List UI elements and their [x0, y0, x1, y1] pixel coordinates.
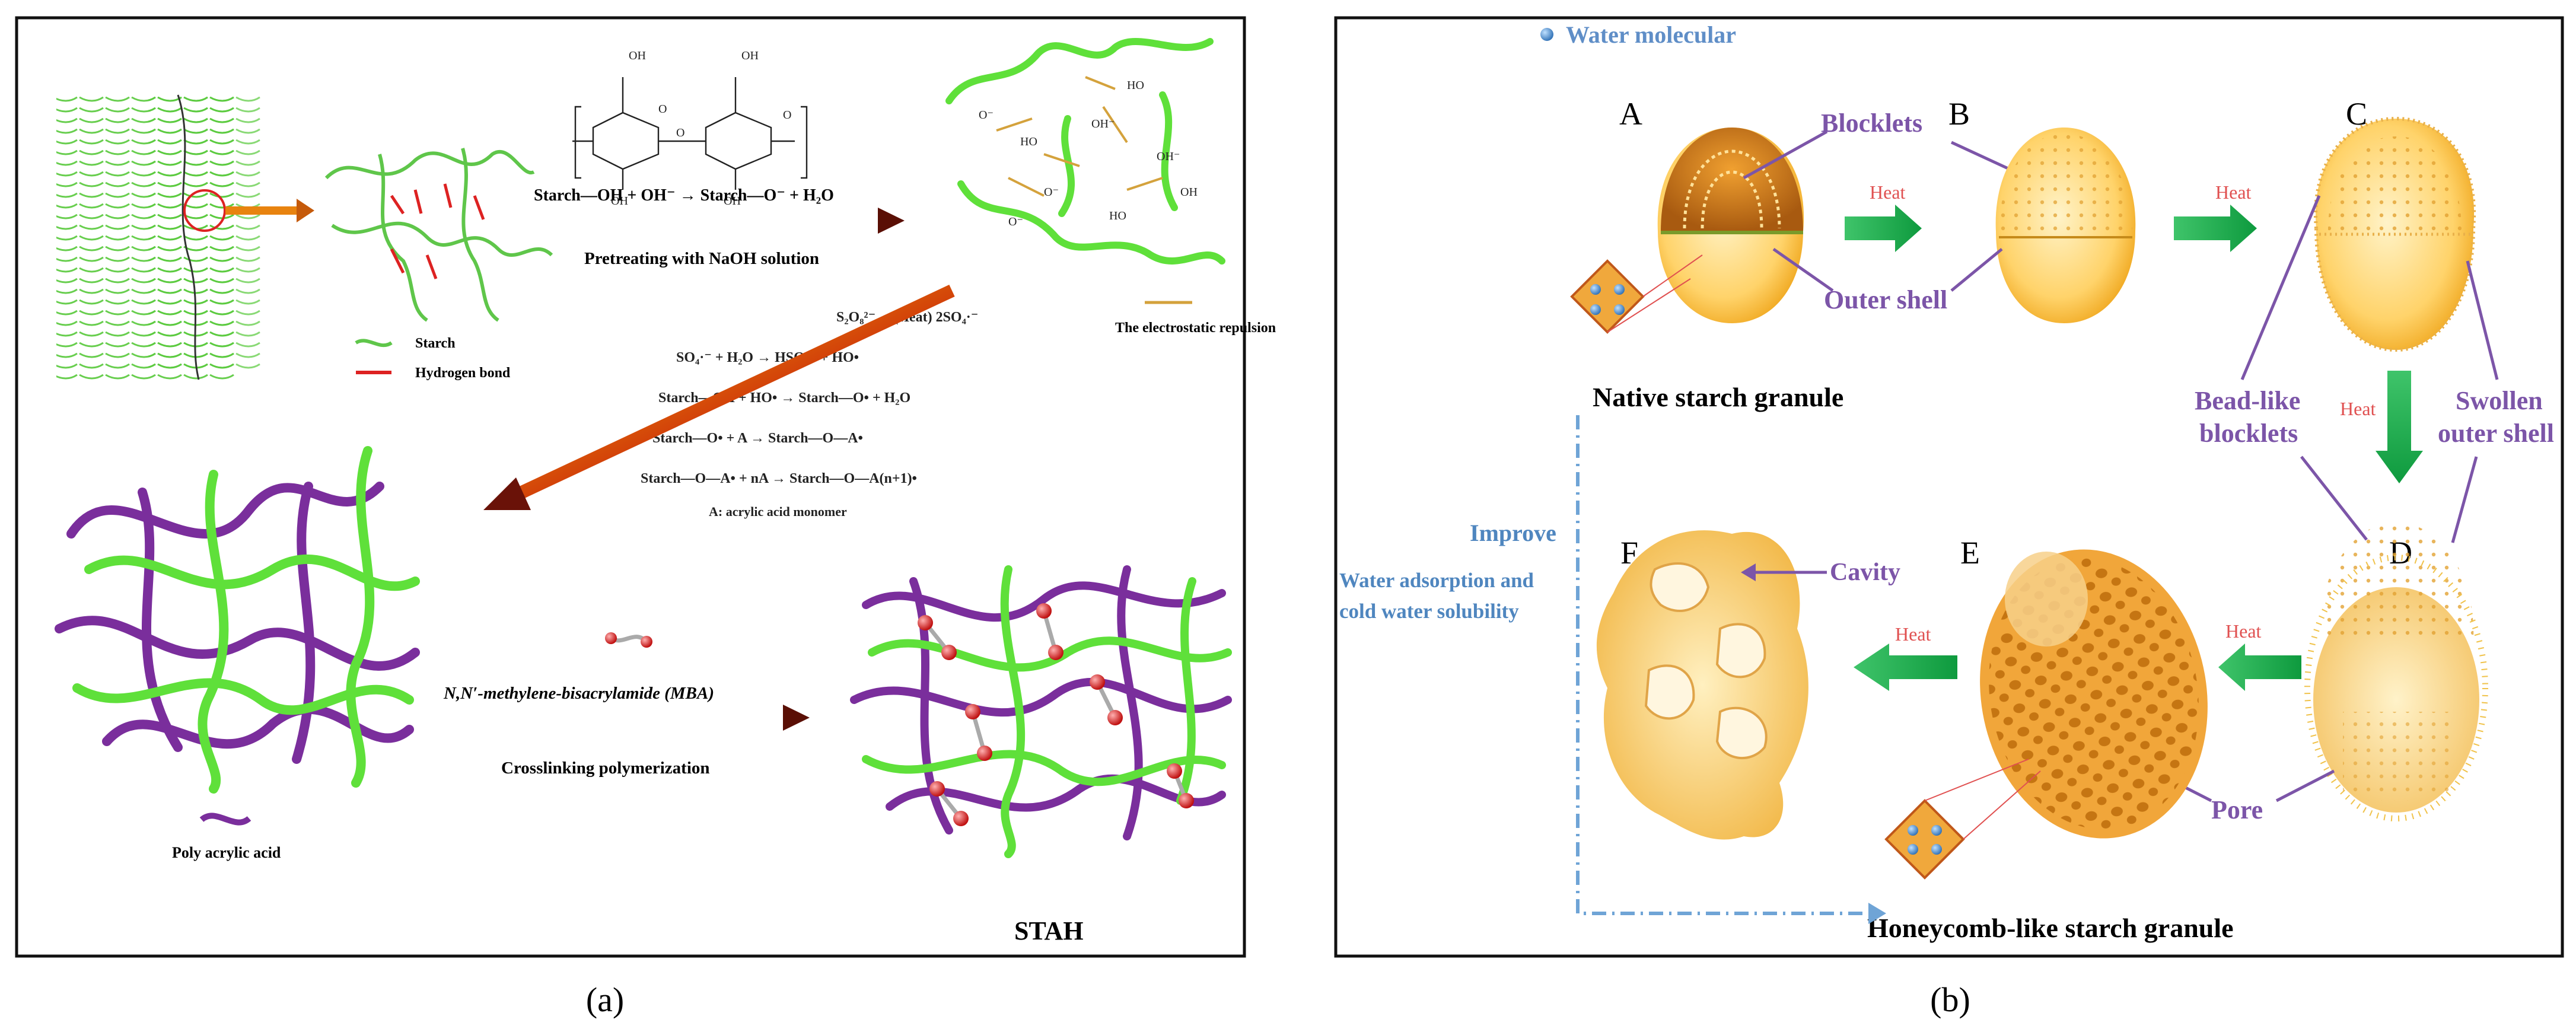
heat-arrow-ab: [1845, 205, 1922, 252]
native-granule-label: Native starch granule: [1593, 382, 1843, 412]
crosslink-arrow-head: [783, 705, 810, 731]
svg-text:HO: HO: [1109, 209, 1126, 222]
improve-dashed-path: [1576, 415, 1874, 915]
heat-arrow-cd: [2376, 371, 2423, 483]
svg-text:HO: HO: [1127, 79, 1144, 92]
svg-text:O: O: [783, 109, 791, 122]
stage-label-b: B: [1948, 96, 1970, 132]
pore-arrow-d: [2275, 769, 2335, 802]
stage-label-e: E: [1960, 535, 1980, 571]
water-adsorption-label-line1: Water adsorption and: [1339, 569, 1534, 592]
svg-text:OH⁻: OH⁻: [1091, 117, 1115, 130]
heat-label-ef: Heat: [1895, 623, 1931, 645]
heat-label-cd: Heat: [2340, 398, 2376, 419]
legend-hbond-label: Hydrogen bond: [415, 365, 511, 381]
glucose-structure: [572, 77, 808, 190]
svg-text:OH: OH: [741, 49, 759, 62]
grafting-arrow: [519, 285, 955, 498]
bead-arrow-down: [2300, 456, 2368, 541]
swollen-starch-chains: [945, 38, 1225, 265]
heat-label-de: Heat: [2225, 620, 2262, 642]
granule-a: [1657, 128, 1804, 323]
svg-text:O⁻: O⁻: [979, 109, 994, 122]
monomer-note: A: acrylic acid monomer: [709, 504, 847, 519]
legend-starch-swatch: [355, 339, 393, 348]
reaction-propagation: Starch—O—A• + nA → Starch—O—A(n+1)•: [641, 471, 917, 486]
heat-arrow-de: [2218, 644, 2301, 691]
blocklets-arrow-a: [1743, 130, 1828, 180]
heat-arrow-bc: [2174, 205, 2257, 252]
stah-crosslink-nodes: [918, 603, 1194, 826]
water-legend-label: Water molecular: [1566, 21, 1736, 48]
svg-text:O: O: [676, 126, 684, 139]
svg-text:O: O: [658, 103, 667, 116]
pore-label: Pore: [2211, 795, 2263, 824]
panel-a-caption: (a): [586, 980, 624, 1019]
cavity-arrow-head: [1741, 563, 1756, 581]
mba-molecule: [605, 632, 652, 648]
repulsion-arrows: [996, 76, 1163, 197]
ionization-reaction: Starch—OH + OH⁻ → Starch—O⁻ + H₂O: [534, 186, 834, 205]
swollen-shell-label-line1: Swollen: [2456, 386, 2543, 415]
cavity-label: Cavity: [1830, 559, 1900, 586]
granule-b: [1995, 128, 2136, 323]
svg-text:OH: OH: [1180, 186, 1198, 199]
svg-text:OH: OH: [724, 195, 741, 208]
svg-text:OH: OH: [611, 195, 628, 208]
improve-arrow-head: [1868, 903, 1886, 924]
granule-e: [1980, 549, 2208, 839]
swollen-shell-label-line2: outer shell: [2438, 419, 2554, 448]
improve-label: Improve: [1470, 520, 1556, 546]
water-inset-a: [1570, 254, 1703, 334]
paa-label: Poly acrylic acid: [172, 844, 281, 861]
zoomed-starch-chains: [324, 148, 553, 322]
outer-shell-arrow-b: [1950, 248, 2003, 292]
zoomed-hydrogen-bonds: [390, 183, 485, 279]
heat-label-ab: Heat: [1870, 181, 1906, 203]
svg-text:O⁻: O⁻: [1044, 186, 1059, 199]
svg-text:HO: HO: [1020, 135, 1037, 148]
svg-text:OH⁻: OH⁻: [1157, 150, 1180, 163]
legend-starch-label: Starch: [415, 336, 456, 351]
outer-shell-arrow-a: [1772, 247, 1834, 292]
repulsion-ion-labels: O⁻ HO OH⁻ HO O⁻ OH⁻ HO O⁻ OH: [979, 79, 1198, 228]
honeycomb-granule-label: Honeycomb-like starch granule: [1867, 913, 2234, 943]
stage-label-a: A: [1619, 96, 1642, 132]
graft-polymer-network: [55, 446, 420, 794]
zoom-arrow-head: [297, 199, 314, 222]
pretreat-label: Pretreating with NaOH solution: [584, 249, 819, 268]
stage-label-c: C: [2346, 96, 2367, 132]
granule-d: [2304, 522, 2488, 821]
swollen-arrow-down: [2451, 456, 2478, 543]
swollen-arrow-up: [2466, 260, 2499, 380]
pretreat-arrow-head: [878, 208, 905, 234]
svg-text:OH: OH: [629, 49, 646, 62]
panel-b-caption: (b): [1930, 980, 1970, 1019]
starch-helix-stack: [56, 94, 261, 380]
svg-text:O⁻: O⁻: [1008, 215, 1023, 228]
bead-arrow-up: [2240, 195, 2321, 380]
heat-arrow-ef: [1854, 644, 1957, 691]
water-inset-e: [1884, 759, 2041, 880]
crosslink-label: Crosslinking polymerization: [501, 759, 710, 778]
granule-f: [1596, 530, 1808, 840]
heat-label-bc: Heat: [2215, 181, 2252, 203]
bead-like-label-line1: Bead-like: [2195, 386, 2300, 415]
water-legend-icon: [1540, 28, 1553, 41]
stah-label: STAH: [1014, 916, 1084, 945]
bead-like-label-line2: blocklets: [2199, 419, 2298, 448]
mba-label: N,N′-methylene-bisacrylamide (MBA): [443, 684, 714, 703]
reaction-monomer-addition: Starch—O• + A → Starch—O—A•: [652, 431, 863, 446]
blocklets-label: Blocklets: [1821, 109, 1922, 138]
grafting-arrow-head: [483, 477, 531, 510]
paa-legend-swatch: [199, 813, 251, 826]
repulsion-label: The electrostatic repulsion: [1115, 320, 1276, 336]
water-adsorption-label-line2: cold water solubility: [1339, 600, 1519, 623]
granule-c: [2314, 116, 2476, 352]
outer-shell-label: Outer shell: [1824, 285, 1947, 314]
